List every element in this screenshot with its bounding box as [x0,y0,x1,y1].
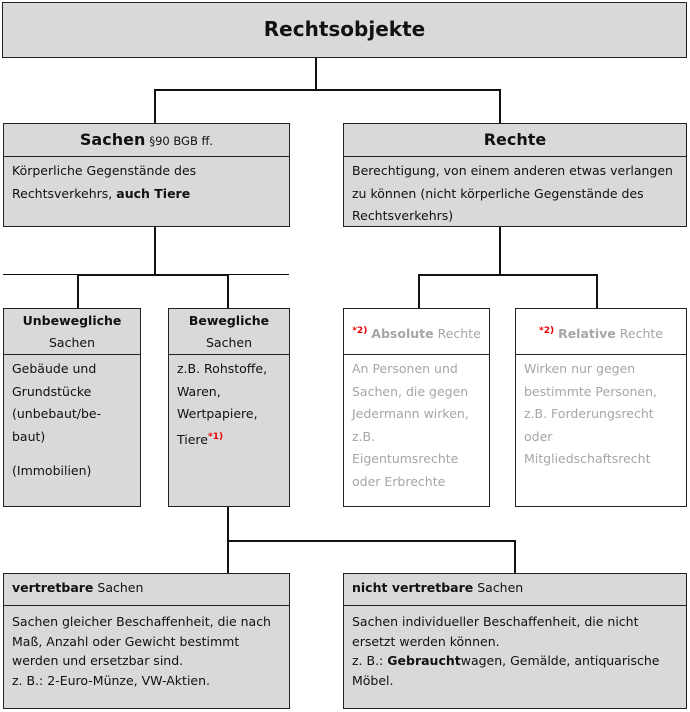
connector [315,57,317,91]
connector [227,540,516,542]
nicht-vertretbare-title: nicht vertretbare [352,580,474,595]
absolute-desc: An Personen und Sachen, die gegen Jederm… [352,361,469,489]
rechte-desc: Berechtigung, von einem anderen etwas ve… [352,163,673,223]
bewegliche-subtitle: Sachen [205,335,252,350]
example-bold: Gebraucht [387,653,461,668]
vertretbare-example: z. B.: 2-Euro-Münze, VW-Aktien. [12,672,210,688]
nicht-vertretbare-box: nicht vertretbare Sachen Sachen individu… [343,573,687,709]
bewegliche-desc: z.B. Rohstoffe, Waren, Wertpapiere, Tier… [177,361,268,447]
sachen-desc: Körperliche Gegenstände des Rechtsverkeh… [12,163,197,201]
root-box: Rechtsobjekte [2,2,687,58]
nicht-vertretbare-desc: Sachen individueller Beschaffenheit, die… [352,614,639,649]
nicht-vertretbare-example: z. B.: Gebrauchtwagen, Gemälde, antiquar… [352,651,678,690]
connector [154,89,501,91]
absolute-rechte-box: *2) Absolute Rechte An Personen und Sach… [343,308,490,507]
vertretbare-title: vertretbare [12,580,94,595]
connector [596,274,598,309]
sachen-desc-bold: auch Tiere [116,185,191,201]
connector [154,226,156,275]
vertretbare-subtitle: Sachen [97,580,144,595]
connector [514,540,516,574]
connector [77,274,229,276]
footnote-marker: *2) [352,326,368,336]
example-text: wagen, Gemälde, antiquarische Möbel. [352,653,660,688]
unbewegliche-subtitle: Sachen [48,335,95,350]
rechte-box: Rechte Berechtigung, von einem anderen e… [343,123,687,227]
unbewegliche-title: Unbewegliche [22,313,122,328]
relative-rechte-box: *2) Relative Rechte Wirken nur gegen bes… [515,308,687,507]
rechte-title: Rechte [483,130,547,149]
relative-subtitle: Rechte [619,326,663,342]
connector [418,274,420,309]
bewegliche-title: Bewegliche [188,313,270,328]
root-title: Rechtsobjekte [263,17,426,41]
vertretbare-box: vertretbare Sachen Sachen gleicher Besch… [3,573,290,709]
footnote-marker: *2) [539,326,555,336]
sachen-box: Sachen §90 BGB ff. Körperliche Gegenstän… [3,123,290,227]
connector [418,274,598,276]
footnote-marker: *1) [207,431,224,442]
relative-desc: Wirken nur gegen bestimmte Personen, z.B… [524,361,658,466]
connector [227,274,229,309]
connector [499,226,501,275]
connector [77,274,79,309]
sachen-ref: §90 BGB ff. [149,134,214,148]
example-prefix: z. B.: [352,653,384,668]
absolute-title: Absolute [371,326,434,342]
relative-title: Relative [558,326,616,342]
unbewegliche-desc: Gebäude und Grundstücke (unbebaut/be-bau… [12,361,102,444]
unbewegliche-note: (Immobilien) [12,463,92,478]
vertretbare-desc: Sachen gleicher Beschaffenheit, die nach… [12,614,271,668]
connector [154,89,156,124]
nicht-vertretbare-subtitle: Sachen [477,580,524,595]
connector [499,89,501,124]
absolute-subtitle: Rechte [437,326,481,342]
sachen-title: Sachen [79,130,146,149]
